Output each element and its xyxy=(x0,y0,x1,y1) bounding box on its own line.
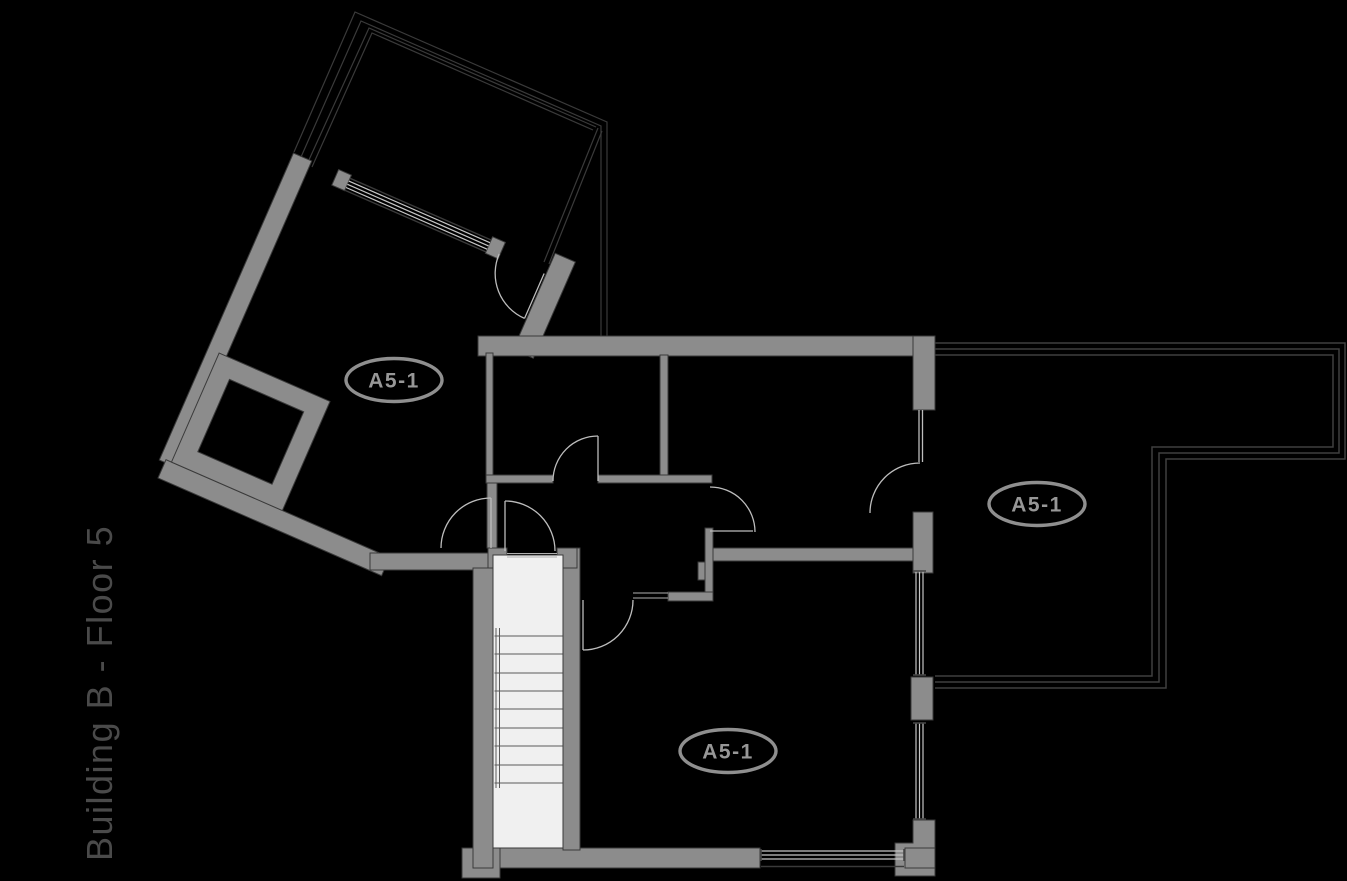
balcony-boundary-line xyxy=(543,127,599,263)
top-right-corner xyxy=(912,335,936,411)
wing-small-room-walls xyxy=(170,352,331,512)
stair-door xyxy=(504,500,556,552)
hall-wall-left xyxy=(369,552,498,571)
stair-handrail xyxy=(495,628,500,788)
room-label-wing: A5-1 xyxy=(344,356,444,404)
room-label-text: A5-1 xyxy=(1011,494,1063,517)
mid-partition xyxy=(659,354,669,478)
wing-balcony-door xyxy=(494,253,545,320)
floor-title: Building B - Floor 5 xyxy=(79,525,120,861)
hall-jog-wall xyxy=(486,482,498,549)
bath1-door xyxy=(552,435,599,482)
main-room-door xyxy=(582,592,668,651)
east-terrace-outline xyxy=(935,342,1346,689)
bath2-door xyxy=(709,486,756,533)
hall-pilaster xyxy=(697,561,706,581)
core-walls xyxy=(369,335,936,879)
bath-bottom-wall-1 xyxy=(485,474,554,484)
bottom-wall-right xyxy=(904,847,936,869)
hall-wall-right xyxy=(711,547,914,562)
wing-balcony-outline xyxy=(293,11,608,336)
stairwell xyxy=(492,553,564,849)
room-label-ellipse xyxy=(678,727,778,775)
stair-threshold xyxy=(507,553,557,558)
stair-steps xyxy=(494,635,563,784)
top-wall xyxy=(477,335,936,357)
balcony-railing-line xyxy=(307,27,597,163)
right-wall-window-upper xyxy=(913,570,926,676)
wing-window-band xyxy=(344,177,492,253)
room-label-text: A5-1 xyxy=(702,741,754,764)
hall-door-left xyxy=(440,497,492,549)
window-jamb xyxy=(331,168,353,192)
hall-vert-wall xyxy=(704,527,714,601)
stair-left-wall xyxy=(472,567,494,869)
balcony-railing-line xyxy=(311,32,594,168)
stair-right-wall xyxy=(562,547,581,851)
right-wall-mid xyxy=(912,511,934,574)
room-label-ellipse xyxy=(344,356,444,404)
room-top-wall xyxy=(667,591,714,602)
room-label-terrace: A5-1 xyxy=(987,480,1087,528)
room-label-text: A5-1 xyxy=(368,370,420,393)
right-wall-pier xyxy=(910,676,934,721)
terrace-door xyxy=(869,410,924,514)
rotated-wing xyxy=(157,152,577,577)
bottom-wall-window xyxy=(760,849,905,868)
stair-shaft xyxy=(492,554,564,849)
room-label-main: A5-1 xyxy=(678,727,778,775)
bath-bottom-wall-2 xyxy=(597,474,713,484)
balcony-boundary-line xyxy=(548,130,603,265)
right-wall-window-lower xyxy=(913,722,926,820)
bottom-wall-left xyxy=(472,847,761,869)
bath1-left-partition xyxy=(485,352,494,476)
window-jamb xyxy=(484,236,507,260)
room-label-ellipse xyxy=(987,480,1087,528)
